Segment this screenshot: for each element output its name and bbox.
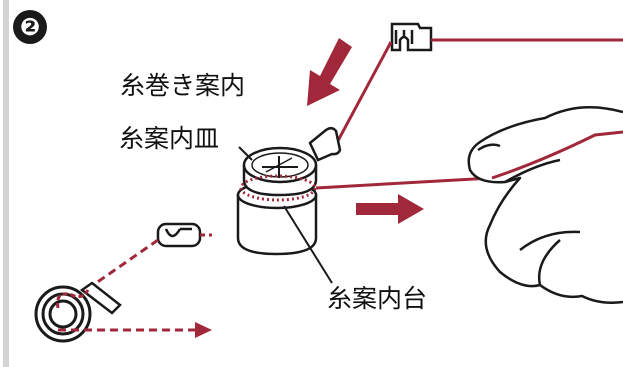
leader-line-base [283, 205, 333, 284]
bobbin-winder [34, 281, 122, 343]
guide-disc [242, 146, 318, 197]
upper-thread-guide [390, 22, 433, 52]
winding-guide-tab [308, 127, 342, 162]
label-guide-base: 糸案内台 [327, 284, 428, 313]
label-guide-disc: 糸案内皿 [119, 124, 220, 153]
dashed-thread-path [85, 238, 159, 292]
thread-line-descending [331, 41, 393, 151]
left-rule [3, 0, 9, 367]
bobbin-thread [56, 289, 90, 309]
thread-line-to-hand [315, 176, 493, 190]
arrow-right-icon [356, 194, 424, 224]
hand-illustration [467, 105, 623, 304]
leader-line-disc [238, 146, 253, 161]
arrow-down-icon [307, 38, 352, 106]
label-winding-guide: 糸巻き案内 [120, 71, 246, 100]
thread-in-hand [491, 130, 623, 180]
step-number-badge: ❷ [13, 10, 47, 44]
thread-around-disc [239, 174, 317, 202]
dashed-arrow-right-icon [58, 322, 212, 338]
small-thread-guide [156, 222, 202, 248]
